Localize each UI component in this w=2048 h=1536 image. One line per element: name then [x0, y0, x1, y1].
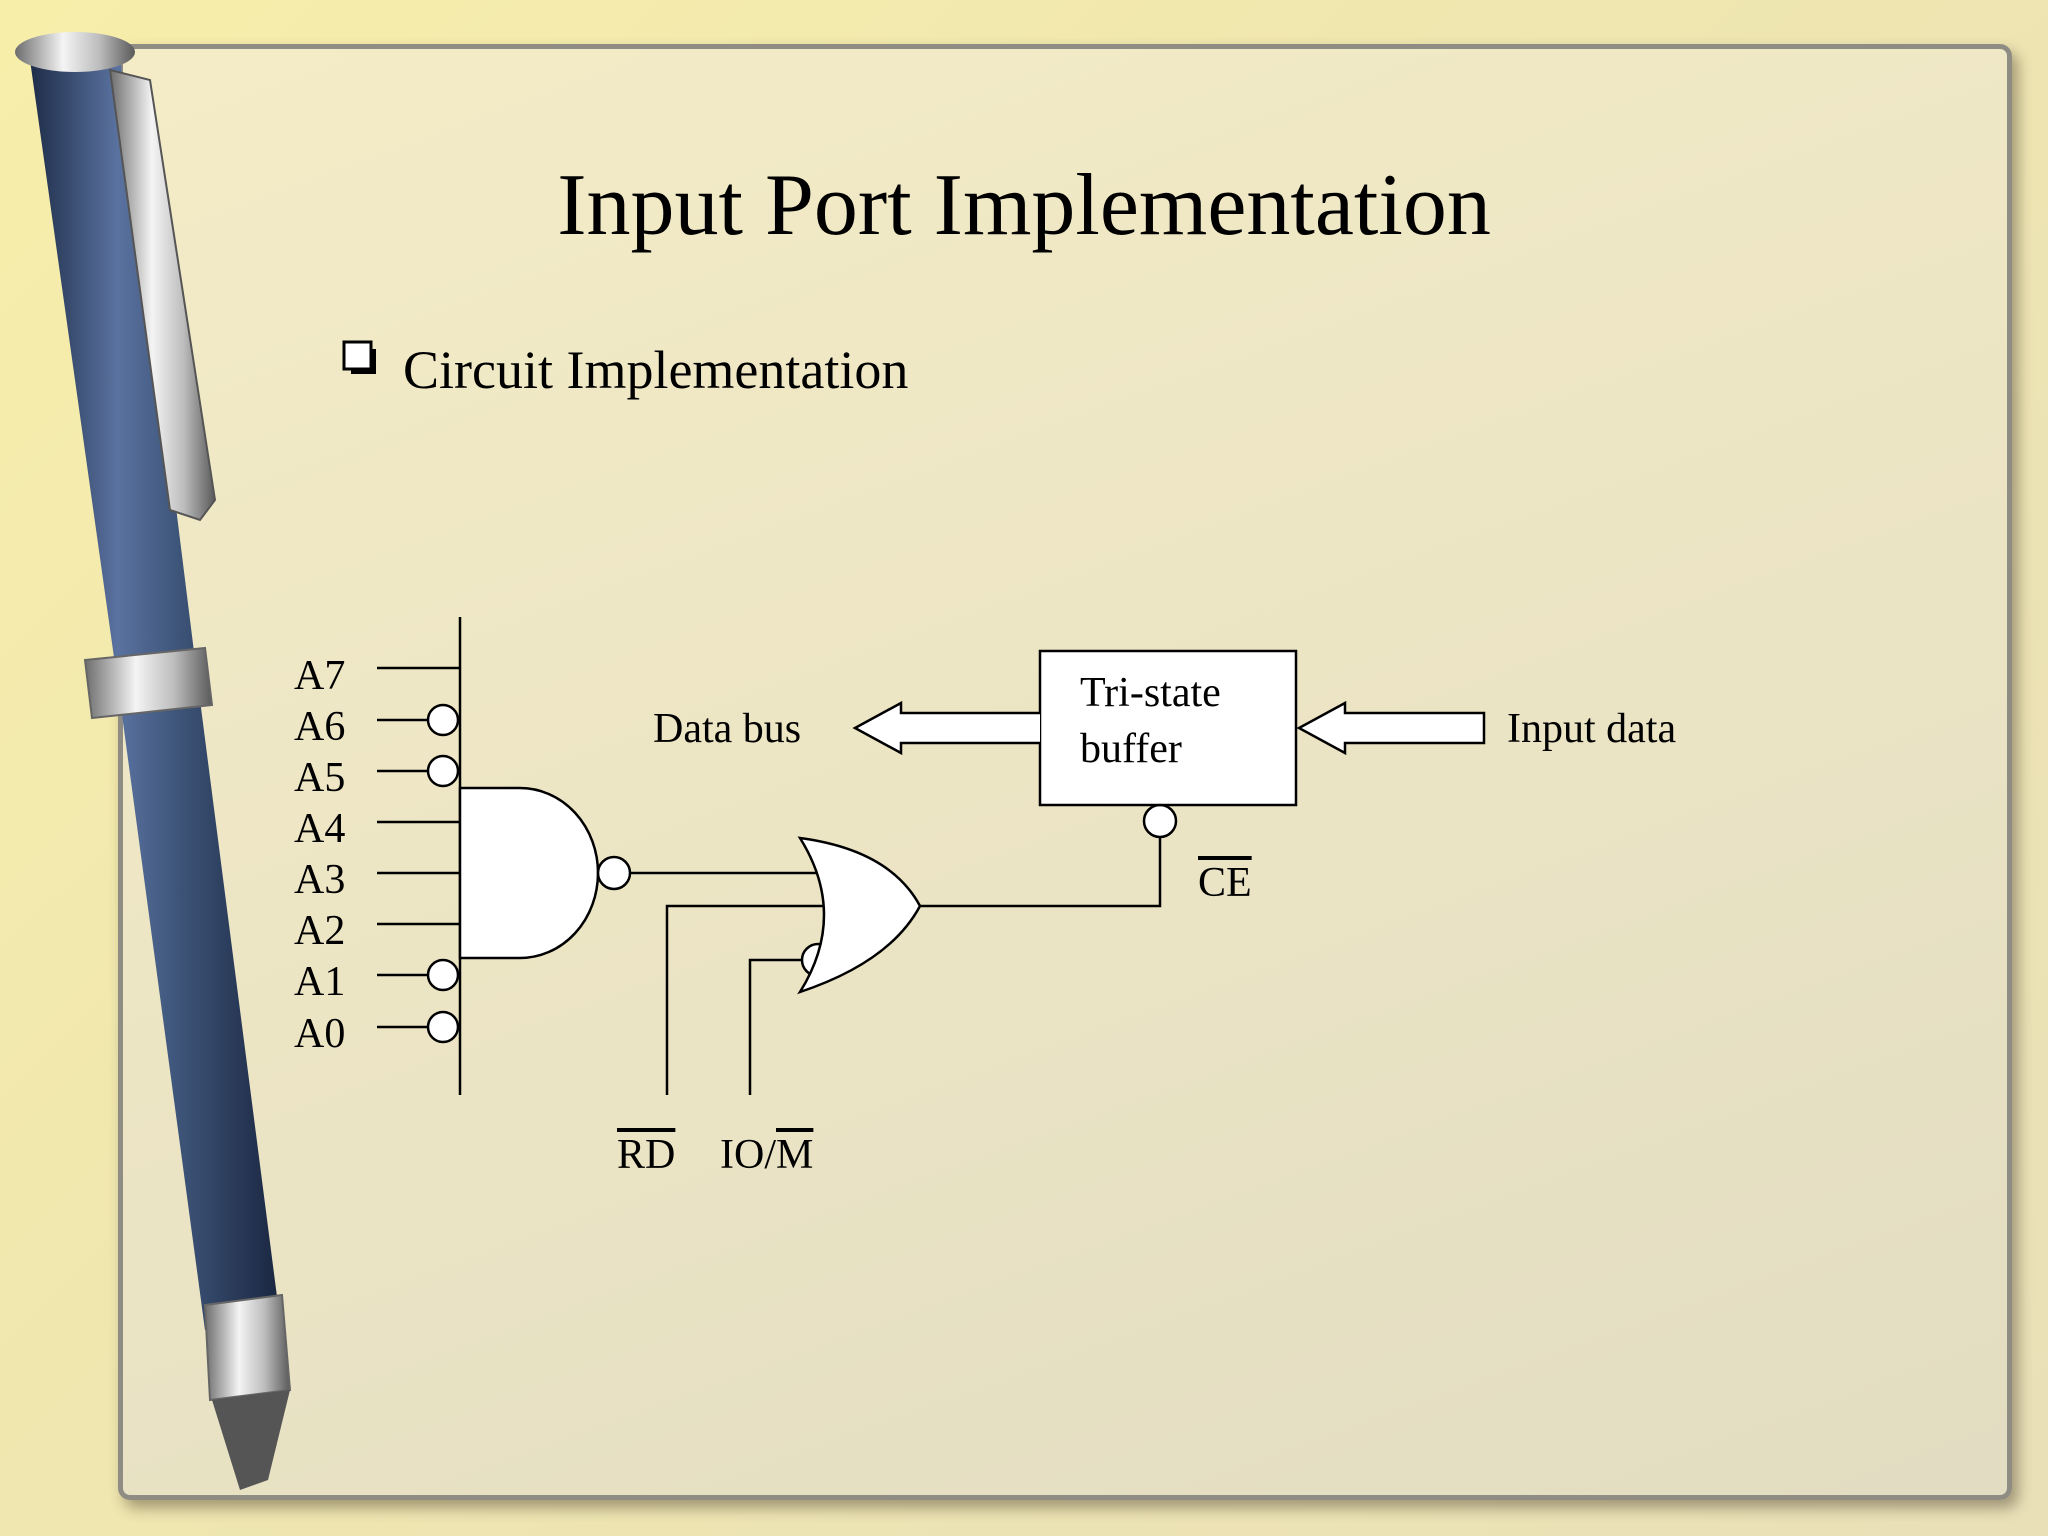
pin-label-a6: A6 [294, 704, 346, 750]
bullet-text: Circuit Implementation [403, 340, 909, 400]
rd-wire [665, 904, 835, 1095]
data-bus-arrow [852, 700, 1040, 756]
input-data-arrow [1296, 700, 1486, 756]
io-m-prefix: IO/ [720, 1132, 776, 1178]
inverter-bubble-a5 [426, 754, 460, 788]
ce-wire [920, 837, 1162, 908]
checkbox-bullet-icon [342, 340, 376, 374]
data-bus-label: Data bus [653, 706, 802, 752]
slide-title: Input Port Implementation [557, 157, 1491, 254]
buffer-label-line2: buffer [1080, 726, 1182, 772]
inverter-bubble-a1 [426, 958, 460, 992]
ce-bubble [1142, 803, 1178, 839]
input-data-label: Input data [1507, 706, 1677, 752]
buffer-label-line1: Tri-state [1080, 670, 1221, 716]
io-m-wire [748, 958, 802, 1095]
nand-output-bubble [596, 855, 632, 891]
pin-label-a5: A5 [294, 755, 346, 801]
pin-label-a1: A1 [294, 959, 346, 1005]
rd-label: RD [617, 1132, 676, 1178]
inverter-bubble-a0 [426, 1010, 460, 1044]
io-m-bar: M [776, 1132, 814, 1178]
ce-label: CE [1198, 860, 1252, 906]
pin-label-a7: A7 [294, 653, 346, 699]
inverter-bubble-a6 [426, 703, 460, 737]
or-gate [797, 836, 922, 995]
pin-label-a3: A3 [294, 857, 346, 903]
io-m-label: IO/M [720, 1134, 813, 1176]
pin-label-a4: A4 [294, 806, 346, 852]
pin-label-a2: A2 [294, 908, 346, 954]
nand-gate [458, 786, 600, 960]
pin-label-a0: A0 [294, 1011, 346, 1057]
tri-state-buffer-box [1038, 649, 1298, 807]
pen-illustration [15, 32, 292, 1490]
